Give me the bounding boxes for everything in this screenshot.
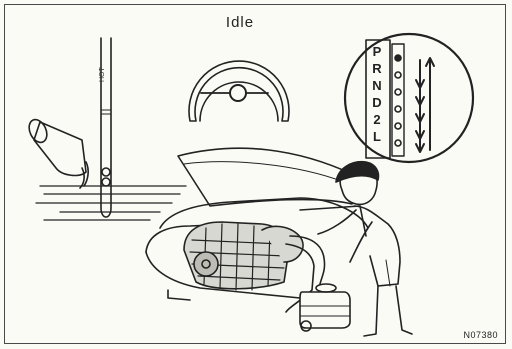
engine xyxy=(184,222,303,290)
shift-pattern-circle xyxy=(345,34,473,162)
gear-position-p: P xyxy=(370,44,384,59)
dipstick-hot-label: HOT xyxy=(99,67,106,82)
gear-position-2: 2 xyxy=(370,112,384,127)
gear-position-d: D xyxy=(370,95,384,110)
figure-code: N07380 xyxy=(463,330,498,340)
dipstick xyxy=(101,38,111,217)
idle-gauge-label: Idle xyxy=(216,14,264,31)
gear-position-n: N xyxy=(370,78,384,93)
fluid-container xyxy=(26,117,89,188)
gear-position-r: R xyxy=(370,61,384,76)
idle-gauge xyxy=(189,61,289,121)
gear-position-l: L xyxy=(370,129,384,144)
